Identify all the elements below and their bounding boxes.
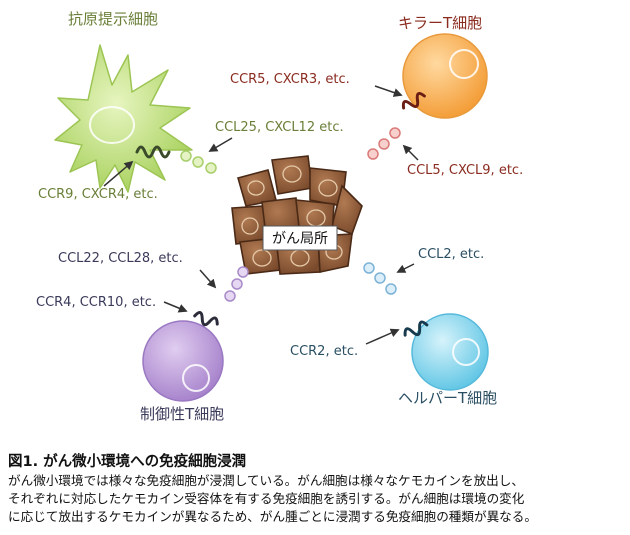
killer-receptor-label: CCR5, CXCR3, etc. [230, 72, 350, 87]
helper-ligand-arrow [396, 263, 415, 273]
tumor-label: がん局所 [272, 231, 328, 247]
treg-receptor-label: CCR4, CCR10, etc. [36, 295, 156, 310]
helper-name: ヘルパーT細胞 [398, 389, 497, 407]
apc-ligand-label: CCL25, CXCL12 etc. [215, 120, 344, 135]
caption-line: がん微小環境では様々な免疫細胞が浸潤している。がん細胞は様々なケモカインを放出し… [8, 473, 524, 488]
helper-chemokine-dots [363, 262, 397, 295]
tumor-cluster [231, 155, 363, 275]
regulatory-t-cell [142, 311, 224, 402]
treg-receptor-arrow [163, 301, 188, 313]
apc-ligand-arrow [208, 137, 233, 152]
apc-receptor-label: CCR9, CXCR4, etc. [38, 187, 158, 202]
treg-ligand-label: CCL22, CCL28, etc. [58, 251, 183, 266]
caption-line: それぞれに対応したケモカイン受容体を有する免疫細胞を誘引する。がん細胞は環境の変… [8, 491, 525, 506]
tumor-label-box [262, 225, 338, 251]
apc-chemokine-dots [180, 150, 217, 174]
apc-receptor-arrow [103, 160, 134, 187]
antigen-presenting-cell [54, 44, 193, 193]
caption-title: 図1. がん微小環境への免疫細胞浸潤 [8, 454, 247, 470]
apc-name: 抗原提示細胞 [68, 10, 158, 28]
immune-infiltration-diagram: 抗原提示細胞 CCR9, CXCR4, etc. CCL25, CXCL12 e… [36, 10, 523, 423]
treg-chemokine-dots [224, 266, 249, 302]
killer-chemokine-dots [367, 127, 401, 160]
killer-name: キラーT細胞 [398, 14, 482, 32]
treg-name: 制御性T細胞 [140, 405, 224, 423]
killer-ligand-arrow [402, 144, 419, 161]
figure-caption: 図1. がん微小環境への免疫細胞浸潤 がん微小環境では様々な免疫細胞が浸潤してい… [8, 452, 626, 526]
killer-ligand-label: CCL5, CXCL9, etc. [407, 163, 523, 178]
helper-ligand-label: CCL2, etc. [418, 247, 484, 262]
helper-t-cell [403, 313, 489, 391]
killer-receptor-arrow [374, 85, 403, 97]
killer-t-cell [401, 33, 488, 119]
caption-line: に応じて放出するケモカインが異なるため、がん腫ごとに浸潤する免疫細胞の種類が異な… [8, 509, 537, 524]
treg-ligand-arrow [199, 269, 217, 289]
helper-receptor-arrow [365, 328, 400, 345]
helper-receptor-label: CCR2, etc. [290, 344, 358, 359]
